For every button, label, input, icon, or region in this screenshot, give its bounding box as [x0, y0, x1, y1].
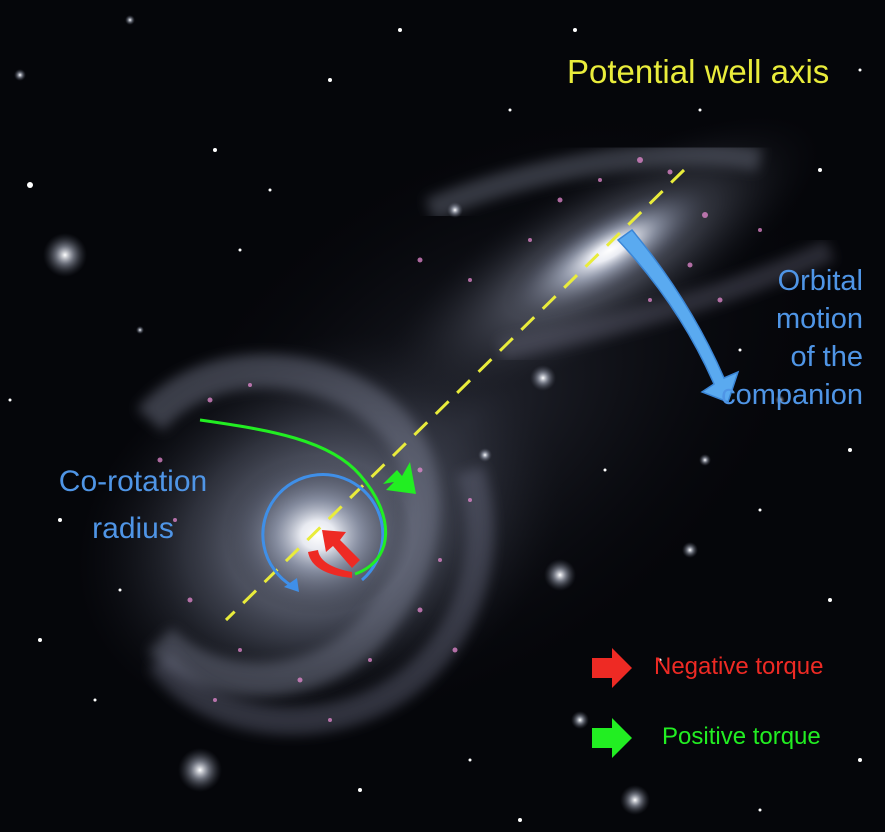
corotation-circle	[261, 473, 385, 592]
star-forming-regions	[157, 157, 762, 722]
corotation-label: Co-rotation radius	[8, 458, 258, 552]
orbital-motion-line-3: of the	[790, 341, 863, 373]
orbital-motion-arrow	[616, 228, 740, 403]
red-arrow-icon	[592, 648, 632, 688]
companion-galaxy	[379, 114, 835, 406]
potential-well-axis-line	[224, 168, 686, 622]
orbital-motion-label: Orbital motion of the companion	[721, 262, 863, 414]
corotation-line-2: radius	[92, 512, 174, 545]
positive-torque-arrow	[383, 462, 416, 494]
stream-curve	[199, 418, 388, 576]
corotation-line-1: Co-rotation	[58, 465, 208, 498]
negative-torque-arrow	[308, 530, 360, 578]
orbital-motion-line-2: motion	[775, 303, 863, 335]
positive-torque-label: Positive torque	[662, 723, 821, 750]
potential-well-axis-label: Potential well axis	[567, 53, 830, 90]
foreground-stars	[8, 15, 862, 822]
green-arrow-icon	[592, 718, 632, 758]
negative-torque-label: Negative torque	[654, 653, 824, 680]
orbital-motion-line-1: Orbital	[777, 265, 863, 297]
orbital-motion-line-4: companion	[721, 379, 863, 411]
